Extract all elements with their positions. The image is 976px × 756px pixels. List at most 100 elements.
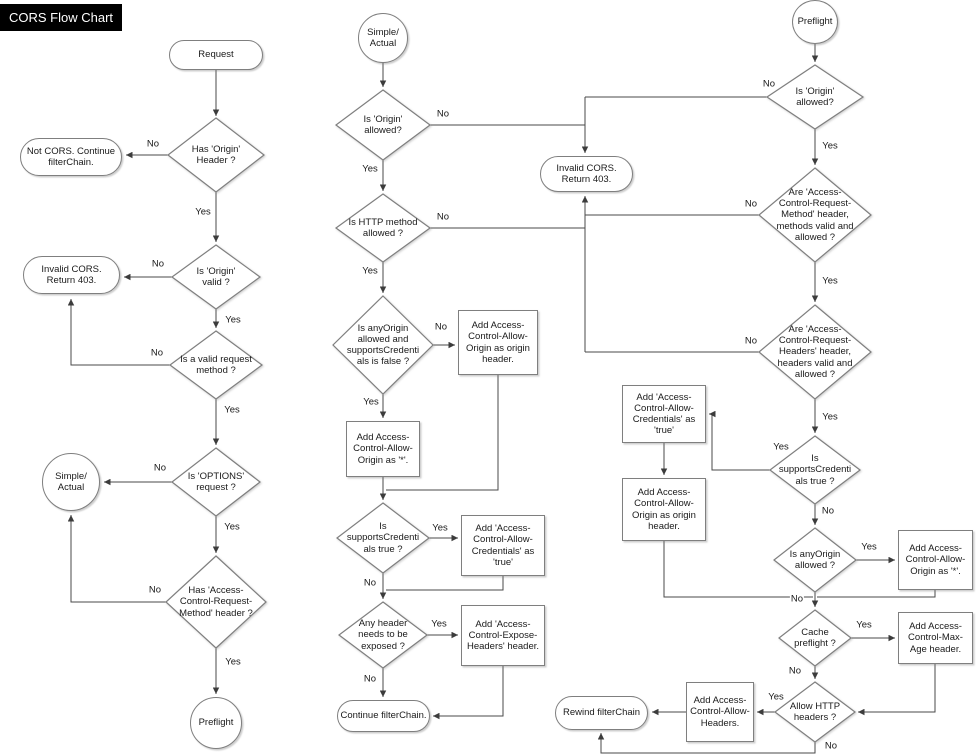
edge-exposeheaders-to-continue [433, 666, 504, 720]
edge-allowhttp-no [597, 733, 816, 754]
diamond-are-acrm-valid [758, 167, 872, 263]
edge-label-no: No [152, 462, 168, 474]
node-label: Allow HTTP headers ? [789, 700, 841, 723]
node-label: Is supportsCredentials true ? [778, 453, 852, 487]
diamond-is-supportscred-true-simple [336, 502, 430, 574]
node-label: Invalid CORS. Return 403. [41, 263, 102, 286]
diamond-is-origin-allowed-simple [334, 89, 432, 161]
diamond-cache-preflight [778, 609, 852, 667]
node-rewind-filterchain: Rewind filterChain [555, 696, 648, 730]
node-preflight-top: Preflight [792, 0, 838, 44]
node-add-acao-origin-simple: Add Access-Control-Allow-Origin as origi… [458, 310, 538, 375]
node-add-acao-origin-preflight: Add Access-Control-Allow-Origin as origi… [622, 478, 706, 541]
node-label: Add Access-Control-Allow-Headers. [690, 695, 750, 729]
edge-label-yes: Yes [224, 314, 242, 326]
node-label: Preflight [797, 16, 833, 28]
node-invalid-cors-left: Invalid CORS. Return 403. [23, 256, 120, 294]
edge-label-yes: Yes [194, 206, 212, 218]
edge-label-yes: Yes [821, 411, 839, 423]
node-allow-http-headers: Allow HTTP headers ? [775, 682, 855, 742]
edge-acrm-no [67, 515, 166, 603]
edge-maxage-to-allowheaders [858, 664, 936, 716]
node-label: Add 'Access-Control-Allow-Credentials' a… [632, 391, 696, 437]
edge-label-yes: Yes [855, 619, 873, 631]
node-label: Are 'Access-Control-Request-Method' head… [776, 186, 854, 243]
node-label: Is a valid request method ? [180, 353, 252, 376]
node-is-origin-valid: Is 'Origin' valid ? [172, 245, 260, 309]
edges [67, 44, 936, 754]
node-label: Continue filterChain. [340, 710, 427, 722]
edge-label-yes: Yes [431, 522, 449, 534]
edge-originheader-merge [386, 375, 499, 491]
edge-label-no: No [820, 505, 836, 517]
edge-label-yes: Yes [772, 441, 790, 453]
edge-label-yes: Yes [821, 275, 839, 287]
node-label: Is supportsCredentials true ? [346, 521, 420, 555]
edge-star-pf-merge [817, 590, 936, 598]
diamond-is-supportscred-true-preflight [769, 435, 861, 505]
edge-label-yes: Yes [860, 541, 878, 553]
diamond-is-valid-request-method [168, 330, 264, 400]
diamond-has-origin-header [167, 117, 265, 193]
edge-label-no: No [362, 673, 378, 685]
node-label: Is 'Origin' allowed? [795, 85, 835, 108]
node-is-supportscred-true-simple: Is supportsCredentials true ? [337, 503, 429, 573]
edge-label-yes: Yes [361, 265, 379, 277]
node-is-origin-allowed-simple: Is 'Origin' allowed? [336, 90, 430, 160]
node-is-anyorigin-supportscred-false: Is anyOrigin allowed and supportsCredent… [333, 296, 433, 394]
node-has-acrm-header: Has 'Access-Control-Request-Method' head… [166, 556, 266, 648]
edge-label-yes: Yes [223, 521, 241, 533]
node-is-origin-allowed-preflight: Is 'Origin' allowed? [767, 65, 863, 129]
edge-label-yes: Yes [430, 618, 448, 630]
node-are-acrh-valid: Are 'Access-Control-Request-Headers' hea… [759, 305, 871, 399]
node-request: Request [169, 40, 263, 70]
edge-label-no: No [787, 665, 803, 677]
node-label: Cache preflight ? [794, 626, 836, 649]
edge-label-no: No [149, 347, 165, 359]
decision-diamonds [165, 64, 872, 743]
node-label: Is anyOrigin allowed ? [789, 548, 841, 571]
edge-label-no: No [743, 198, 759, 210]
node-label: Add Access-Control-Allow-Origin as '*'. [905, 543, 966, 577]
node-label: Add 'Access-Control-Allow-Credentials' a… [471, 523, 535, 568]
chart-title: CORS Flow Chart [0, 4, 123, 31]
node-is-options-request: Is 'OPTIONS' request ? [172, 448, 260, 516]
node-label: Simple/ Actual [55, 470, 87, 493]
edge-label-yes: Yes [223, 404, 241, 416]
edge-label-no: No [435, 211, 451, 223]
edge-label-no: No [761, 78, 777, 90]
node-add-max-age: Add Access-Control-Max-Age header. [898, 612, 973, 664]
node-label: Not CORS. Continue filterChain. [26, 145, 116, 168]
node-add-expose-headers: Add 'Access-Control-Expose-Headers' head… [461, 605, 545, 666]
node-invalid-cors-mid: Invalid CORS. Return 403. [540, 156, 633, 192]
node-label: Is 'Origin' allowed? [363, 113, 403, 136]
node-label: Add Access-Control-Max-Age header. [908, 621, 963, 655]
node-has-origin-header: Has 'Origin' Header ? [168, 118, 264, 192]
node-label: Preflight [198, 717, 234, 729]
node-label: Request [198, 49, 234, 61]
edge-label-no: No [150, 258, 166, 270]
node-label: Has 'Origin' Header ? [191, 143, 241, 166]
node-label: Add Access-Control-Allow-Origin as origi… [632, 487, 696, 532]
diamond-any-header-exposed [338, 601, 428, 669]
node-any-header-exposed: Any header needs to be exposed ? [339, 602, 427, 668]
node-is-supportscred-true-preflight: Is supportsCredentials true ? [770, 436, 860, 504]
node-continue-filterchain: Continue filterChain. [337, 700, 430, 732]
diamond-is-http-method-allowed [334, 193, 432, 263]
diamond-is-origin-valid [170, 244, 262, 310]
edge-label-yes: Yes [362, 396, 380, 408]
node-add-acao-star-preflight: Add Access-Control-Allow-Origin as '*'. [898, 530, 973, 590]
edge-label-no: No [743, 335, 759, 347]
node-add-acao-star-simple: Add Access-Control-Allow-Origin as '*'. [346, 421, 420, 477]
edge-label-no: No [789, 593, 805, 605]
edge-supportscred-pf-yes [709, 410, 770, 471]
diamond-allow-http-headers [774, 681, 856, 743]
node-add-acac-true-simple: Add 'Access-Control-Allow-Credentials' a… [461, 515, 545, 576]
diamond-is-anyorigin-allowed-preflight [773, 527, 857, 593]
edge-validmethod-no [67, 299, 170, 366]
node-simple-actual-mid: Simple/ Actual [358, 13, 408, 63]
edge-label-no: No [823, 740, 839, 752]
edge-label-yes: Yes [821, 140, 839, 152]
node-label: Is anyOrigin allowed and supportsCredent… [346, 322, 420, 368]
